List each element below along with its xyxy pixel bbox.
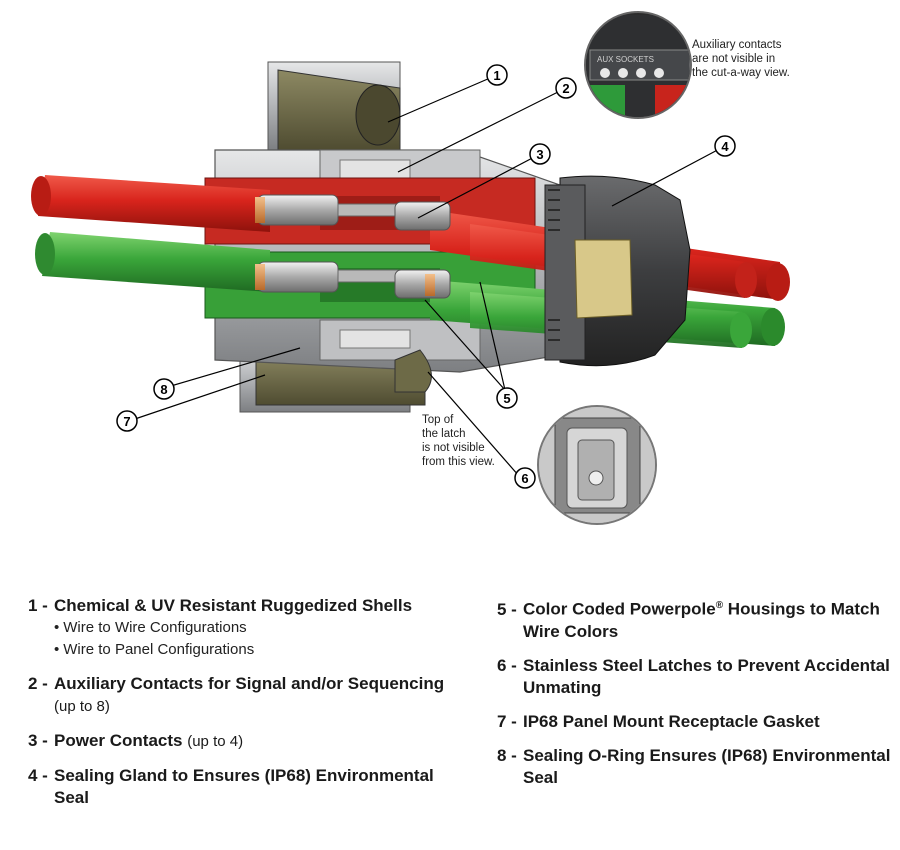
callout-1-label: 1 (493, 68, 500, 83)
legend-3-title: Power Contacts (54, 731, 183, 750)
callout-markers: 1 2 3 4 5 6 7 8 (116, 64, 736, 489)
latch-note-line-2: the latch (422, 428, 466, 440)
sealing-gland (544, 175, 691, 367)
legend-right-column: 5 - Color Coded Powerpole® Housings to Ma… (497, 595, 892, 801)
legend-1-sub-2-text: Wire to Panel Configurations (63, 641, 255, 658)
legend-5-title-b: Housings to Match Wire Colors (523, 599, 880, 641)
leader-lines (128, 74, 726, 477)
legend-2-title: Auxiliary Contacts for Signal and/or Seq… (54, 674, 445, 693)
legend-6-title: Stainless Steel Latches to Prevent Accid… (523, 655, 890, 697)
aux-contacts-note: Auxiliary contacts are not visible in th… (692, 38, 790, 80)
legend-item-8: 8 - Sealing O-Ring Ensures (IP68) Environ… (497, 745, 892, 789)
callout-3-label: 3 (536, 147, 543, 162)
callout-8-label: 8 (160, 382, 167, 397)
legend-item-1: 1 - Chemical & UV Resistant Ruggedized Sh… (28, 595, 468, 661)
callout-5-label: 5 (503, 391, 510, 406)
aux-note-line-3: the cut-a-way view. (692, 67, 790, 79)
callout-7-label: 7 (123, 414, 130, 429)
callout-2 (555, 77, 577, 99)
legend-5-title-a: Color Coded Powerpole (523, 599, 716, 619)
callout-4-label: 4 (721, 139, 729, 154)
legend-8-title: Sealing O-Ring Ensures (IP68) Environmen… (523, 745, 891, 787)
legend-7-number: 7 - (497, 711, 517, 731)
latch-note-line-3: is not visible (422, 442, 485, 454)
callout-6-label: 6 (521, 471, 528, 486)
legend-2-note: (up to 8) (54, 698, 110, 715)
legend-1-sub-1-text: Wire to Wire Configurations (63, 619, 247, 636)
latch (394, 349, 432, 393)
legend-item-6: 6 - Stainless Steel Latches to Prevent Ac… (497, 655, 892, 699)
legend-7-title: IP68 Panel Mount Receptacle Gasket (523, 711, 820, 731)
legend-left-column: 1 - Chemical & UV Resistant Ruggedized Sh… (28, 595, 468, 821)
legend-1-sub-2: •Wire to Panel Configurations (54, 641, 255, 658)
callout-5 (496, 387, 518, 409)
legend-8-number: 8 - (497, 745, 517, 765)
legend-1-sub-1: •Wire to Wire Configurations (54, 619, 247, 636)
callout-2-label: 2 (562, 81, 569, 96)
legend-item-3: 3 - Power Contacts (up to 4) (28, 730, 468, 753)
aux-note-line-2: are not visible in (692, 53, 776, 65)
callout-7 (116, 410, 138, 432)
legend-item-2: 2 - Auxiliary Contacts for Signal and/or … (28, 673, 468, 718)
callout-3 (529, 143, 551, 165)
latch-note-line-4: from this view. (422, 456, 495, 468)
latch-inset (537, 405, 657, 525)
legend-4-number: 4 - (28, 766, 48, 785)
aux-sockets-label: AUX SOCKETS (597, 55, 654, 64)
legend-1-number: 1 - (28, 596, 48, 615)
legend-4-title: Sealing Gland to Ensures (IP68) Environm… (54, 766, 434, 807)
callout-4 (714, 135, 736, 157)
connector-cutaway-diagram: AUX SOCKETS (31, 11, 790, 525)
registered-mark: ® (715, 600, 724, 611)
legend-3-number: 3 - (28, 731, 48, 750)
legend-item-7: 7 - IP68 Panel Mount Receptacle Gasket (497, 711, 892, 733)
feature-legend: 1 - Chemical & UV Resistant Ruggedized Sh… (0, 595, 900, 850)
legend-3-note: (up to 4) (187, 733, 244, 750)
legend-6-number: 6 - (497, 655, 517, 675)
callout-1 (486, 64, 508, 86)
latch-note-line-1: Top of (422, 414, 454, 426)
callout-8 (153, 378, 175, 400)
legend-2-number: 2 - (28, 674, 48, 693)
connector-illustration: AUX SOCKETS (31, 11, 790, 525)
callout-6 (514, 467, 536, 489)
legend-5-number: 5 - (497, 599, 517, 619)
latch-note: Top of the latch is not visible from thi… (422, 413, 495, 469)
legend-item-5: 5 - Color Coded Powerpole® Housings to Ma… (497, 595, 892, 643)
aux-sockets-inset: AUX SOCKETS (584, 11, 692, 119)
legend-item-4: 4 - Sealing Gland to Ensures (IP68) Envir… (28, 765, 468, 809)
aux-note-line-1: Auxiliary contacts (692, 39, 782, 51)
legend-1-title: Chemical & UV Resistant Ruggedized Shell… (54, 596, 413, 615)
